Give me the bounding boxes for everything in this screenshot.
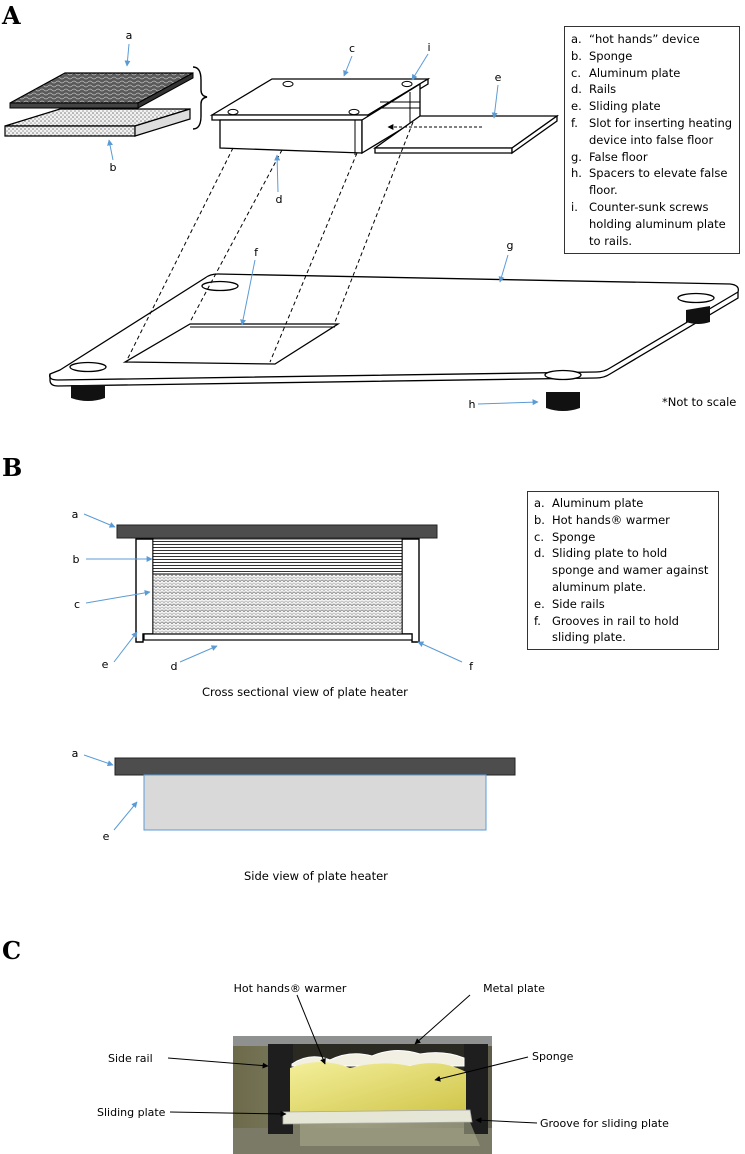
assembly-guide-lines [126, 121, 414, 363]
side-view-caption: Side view of plate heater [244, 869, 388, 883]
panel-b-legend: a.Aluminum plate b.Hot hands® warmer c.S… [527, 491, 719, 651]
legend-a-row: d.Rails [571, 82, 617, 97]
panel-c-letter: C [2, 936, 21, 965]
legend-b-row: a.Aluminum plate [534, 496, 644, 510]
photo-label-groove: Groove for sliding plate [540, 1117, 669, 1130]
cross-section-arrows [83, 513, 463, 663]
legend-a-row: i.Counter-sunk screws holding aluminum p… [571, 199, 726, 248]
false-floor [49, 273, 739, 411]
panel-b-letter: B [2, 453, 22, 482]
photo-label-sliding-plate: Sliding plate [97, 1106, 166, 1119]
label-g: g [507, 239, 514, 252]
b-label-b: b [73, 553, 80, 566]
not-to-scale-note: *Not to scale [662, 395, 737, 409]
legend-a-row: f.Slot for inserting heating device into… [571, 115, 733, 147]
photo-label-metal-plate: Metal plate [483, 982, 545, 995]
legend-a-row: a.“hot hands” device [571, 32, 700, 46]
b-label-a: a [72, 508, 79, 521]
side-label-a: a [72, 747, 79, 760]
label-h: h [469, 398, 476, 411]
legend-b-row: d.Sliding plate to hold sponge and wamer… [534, 546, 709, 594]
photo-label-sponge: Sponge [532, 1050, 574, 1063]
label-f: f [254, 246, 259, 259]
legend-a-row: e.Sliding plate [571, 99, 661, 114]
photo [233, 1036, 492, 1154]
legend-b-row: e.Side rails [534, 596, 605, 611]
label-a: a [126, 29, 133, 42]
panel-a-legend: a.“hot hands” device b.Sponge c.Aluminum… [564, 26, 740, 255]
b-label-e: e [102, 658, 109, 671]
b-label-d: d [171, 660, 178, 673]
photo-arrows [167, 994, 538, 1124]
panel-a-arrows [107, 43, 539, 406]
side-label-e: e [103, 830, 110, 843]
legend-b-row: c.Sponge [534, 529, 596, 544]
legend-a-row: h.Spacers to elevate false floor. [571, 166, 728, 198]
side-view-arrows [83, 754, 138, 831]
hot-hands-and-sponge [4, 66, 208, 137]
label-e: e [495, 71, 502, 84]
side-view [114, 757, 516, 831]
panel-a-letter: A [1, 1, 21, 30]
legend-b-row: b.Hot hands® warmer [534, 512, 670, 527]
label-i: i [427, 41, 430, 54]
photo-label-hot-hands: Hot hands® warmer [234, 982, 347, 995]
legend-a-row: g.False floor [571, 149, 648, 164]
label-d: d [276, 193, 283, 206]
label-b: b [110, 161, 117, 174]
label-c: c [349, 42, 355, 55]
b-label-f: f [469, 660, 474, 673]
b-label-c: c [74, 598, 80, 611]
photo-label-side-rail: Side rail [108, 1052, 153, 1065]
sliding-plate [372, 114, 560, 155]
legend-a-row: c.Aluminum plate [571, 65, 681, 80]
aluminum-plate-assembly [209, 77, 431, 155]
legend-a-row: b.Sponge [571, 48, 633, 63]
cross-section [116, 524, 438, 643]
legend-b-row: f.Grooves in rail to hold sliding plate. [534, 613, 679, 645]
cross-section-caption: Cross sectional view of plate heater [202, 685, 408, 699]
